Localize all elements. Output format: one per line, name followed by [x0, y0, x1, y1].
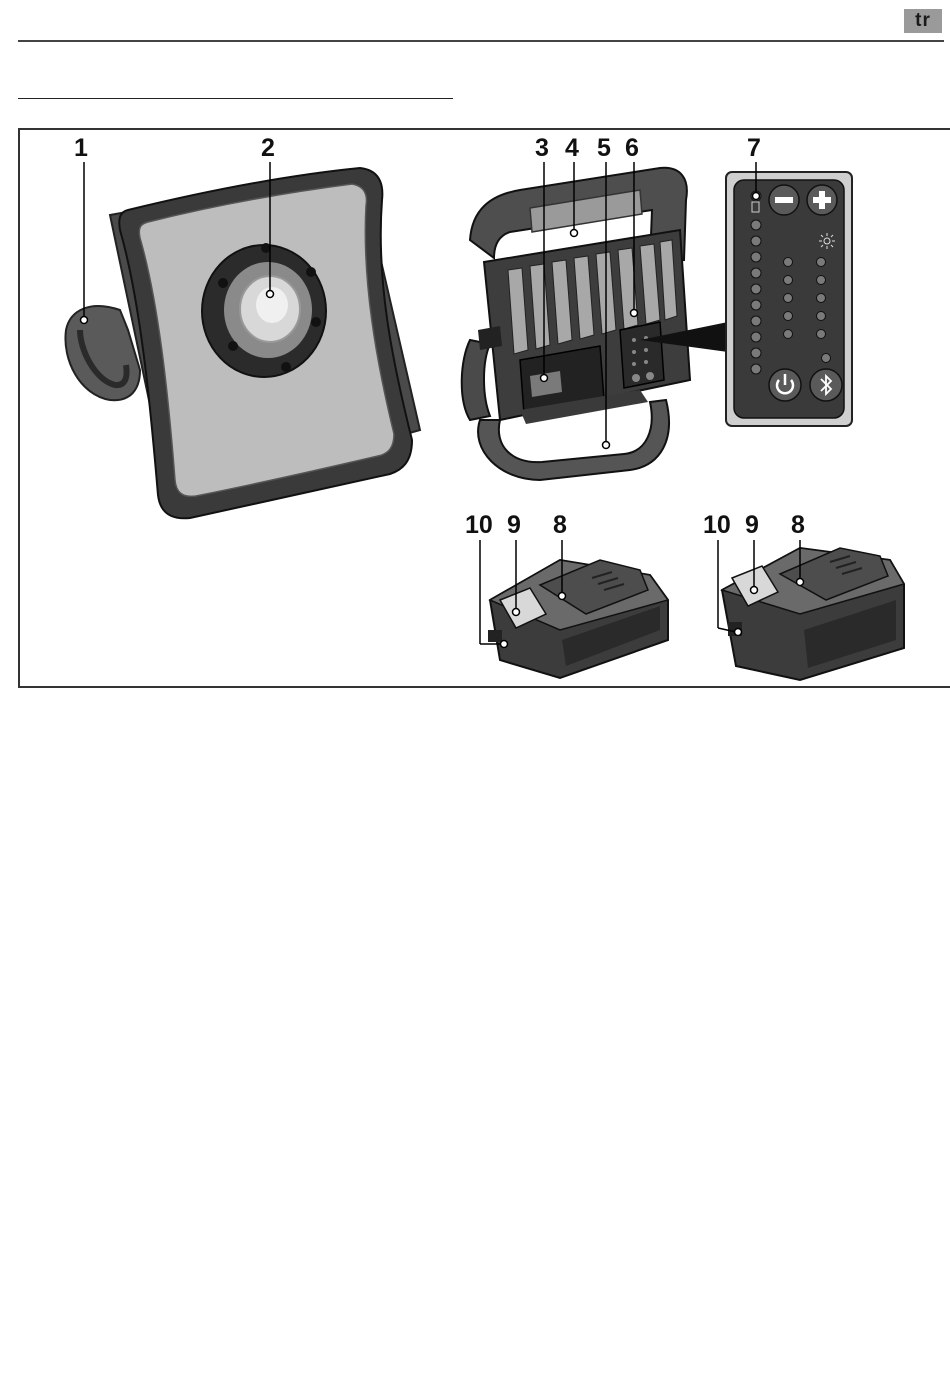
callout-4: 4 — [565, 136, 579, 161]
callout-10-small: 10 — [465, 513, 493, 538]
battery-pack-small — [480, 540, 668, 678]
callout-9-small: 9 — [507, 513, 521, 538]
product-illustration — [0, 0, 950, 700]
bluetooth-icon — [810, 369, 842, 401]
callout-2: 2 — [261, 136, 275, 161]
callout-7: 7 — [747, 136, 761, 161]
front-view-light — [65, 162, 420, 518]
callout-3: 3 — [535, 136, 549, 161]
rear-view-light — [462, 162, 728, 480]
callout-1: 1 — [74, 136, 88, 161]
stand-handle — [65, 306, 140, 400]
battery-pack-large — [718, 540, 904, 680]
power-icon — [769, 369, 801, 401]
callout-9-large: 9 — [745, 513, 759, 538]
control-panel-closeup — [726, 162, 852, 426]
callout-10-large: 10 — [703, 513, 731, 538]
callout-8-small: 8 — [553, 513, 567, 538]
callout-8-large: 8 — [791, 513, 805, 538]
callout-6: 6 — [625, 136, 639, 161]
callout-5: 5 — [597, 136, 611, 161]
minus-icon — [769, 185, 799, 215]
plus-icon — [807, 185, 837, 215]
